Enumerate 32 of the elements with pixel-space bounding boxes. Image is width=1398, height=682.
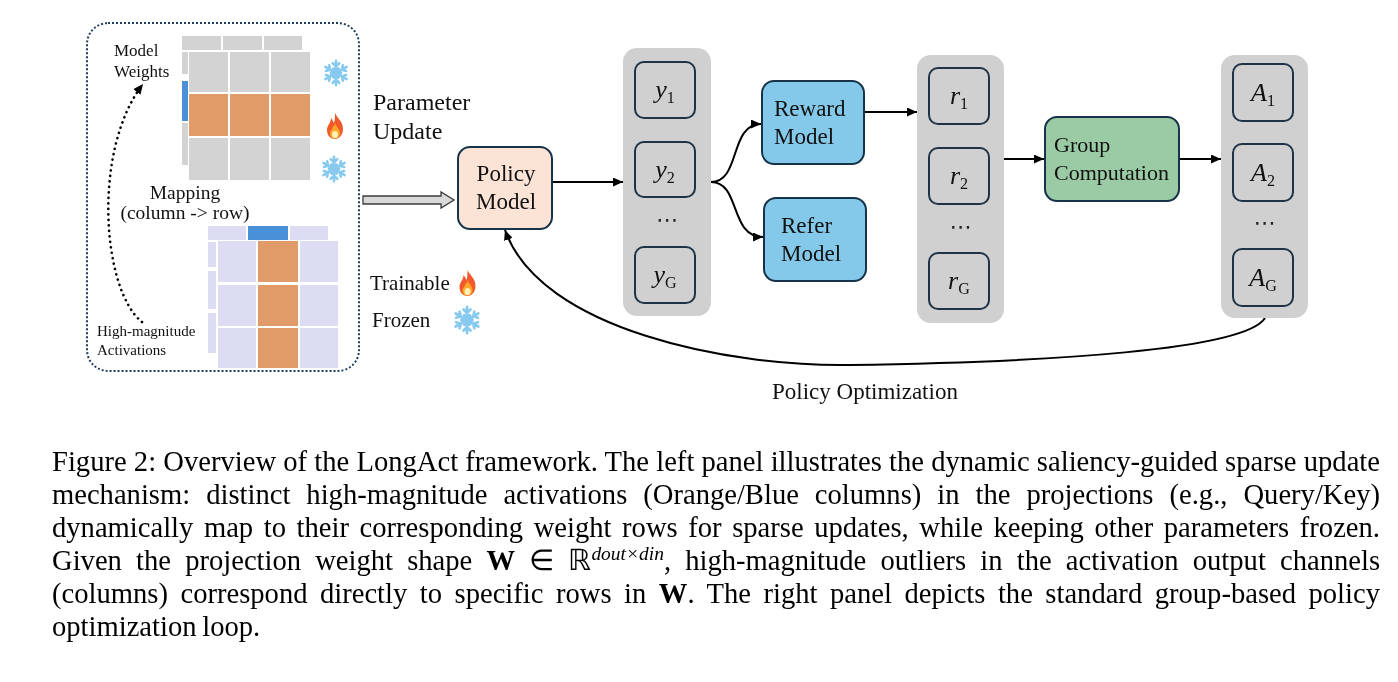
variable-box: A$_{2}$ — [1232, 143, 1294, 202]
model-box: Refer Model — [763, 197, 867, 282]
ellipsis: ⋯ — [1252, 213, 1277, 233]
dotted-arrow — [107, 82, 145, 324]
model-box: Policy Model — [457, 146, 553, 230]
variable-box: r$_{G}$ — [928, 252, 990, 310]
variable-box: y$_{G}$ — [634, 246, 696, 304]
model-box: Reward Model — [761, 80, 865, 165]
arrow — [1003, 154, 1045, 164]
matrix-label: High-magnitude Activations — [97, 322, 207, 362]
group-panel — [917, 55, 1004, 323]
variable-box: A$_{1}$ — [1232, 63, 1294, 122]
variable-box: r$_{2}$ — [928, 147, 990, 205]
legend-label: Trainable — [370, 270, 450, 296]
arrow — [864, 107, 918, 117]
group-panel — [623, 48, 711, 316]
figure-caption: Figure 2: Overview of the LongAct framework. The left panel illustrates the dynamic saliency-guided sparse update mechanism: distinct high-magnitude activations (Orange/Blue columns) in the projections (e.g., Query/Key) dynamically map to their corresponding weight rows for sparse updates, while keeping other parameters frozen. Given the projection weight shape W ∈ ℝ$^{dout×din}$, high-magnitude outliers in the activation output channels (columns) correspond directly to specific rows in W. The right panel depicts the standard group-based policy optimization loop. — [52, 445, 1380, 643]
ellipsis: ⋯ — [948, 217, 973, 237]
arrow — [1179, 154, 1222, 164]
legend-label: Frozen — [372, 307, 431, 333]
variable-box: y$_{2}$ — [634, 141, 696, 198]
curved-arrow — [504, 229, 1266, 366]
variable-box: y$_{1}$ — [634, 61, 696, 119]
variable-box: A$_{G}$ — [1232, 248, 1294, 307]
block-arrow — [362, 190, 456, 210]
matrix-label: Model Weights — [114, 40, 182, 84]
ellipsis: ⋯ — [655, 210, 679, 230]
variable-box: r$_{1}$ — [928, 67, 990, 125]
process-box: Group Computation — [1044, 116, 1180, 202]
curved-arrow — [710, 181, 764, 241]
group-panel — [1221, 55, 1308, 318]
arrow — [552, 177, 624, 187]
